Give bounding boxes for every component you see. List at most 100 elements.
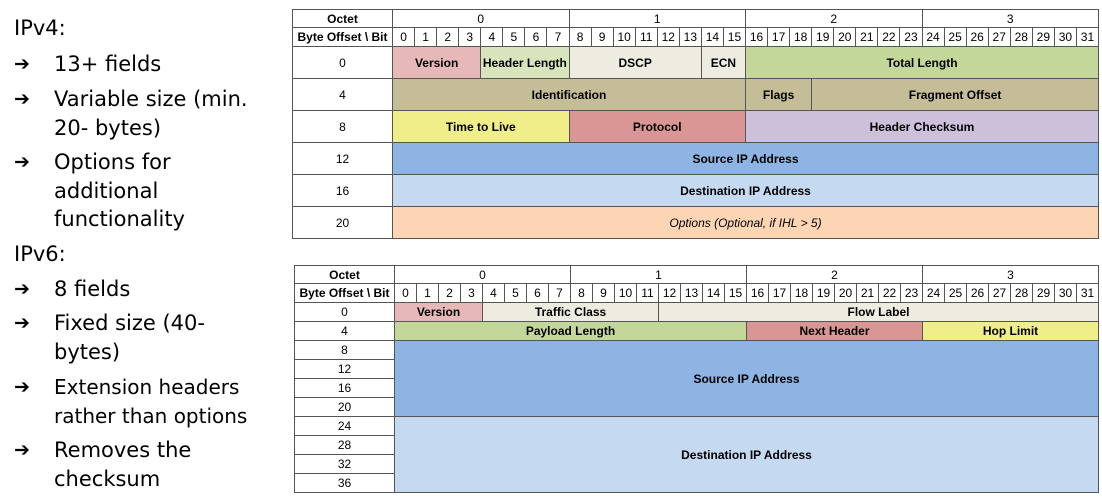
bit-number: 2 [436,27,460,47]
byte-offset: 24 [294,416,395,436]
octet-number: 2 [746,265,923,284]
bit-number: 14 [702,283,725,303]
bit-number: 7 [546,27,570,47]
bit-number: 5 [502,27,526,47]
byte-offset: 12 [294,359,395,379]
byte-offset: 16 [294,378,395,398]
bit-number: 21 [855,27,879,47]
field-source-ip-address: Source IP Address [394,340,1099,417]
bullet-text: 8 fields [54,277,131,301]
bit-number: 26 [966,283,989,303]
bit-number: 29 [1032,283,1055,303]
arrow-icon: ➔ [14,151,30,173]
bit-number: 9 [590,27,614,47]
bit-number: 0 [394,283,417,303]
bit-number: 22 [878,283,901,303]
bit-number: 16 [744,27,769,47]
octet-label: Octet [294,265,395,284]
bit-number: 15 [724,283,747,303]
field-destination-ip-address: Destination IP Address [394,416,1099,493]
bit-number: 2 [438,283,461,303]
arrow-icon: ➔ [14,88,30,110]
byte-offset: 20 [294,397,395,417]
field-destination-ip-address: Destination IP Address [392,174,1099,207]
bit-number: 18 [789,27,813,47]
bit-number: 16 [746,283,769,303]
byte-offset: 8 [294,340,395,360]
bit-number: 23 [899,27,923,47]
bit-number: 4 [482,283,505,303]
bit-number: 14 [700,27,724,47]
field-total-length: Total Length [745,46,1099,79]
field-options-optional-if-ihl-5: Options (Optional, if IHL > 5) [392,206,1099,239]
arrow-icon: ➔ [14,439,30,461]
arrow-icon: ➔ [14,312,30,334]
byte-offset: 4 [292,78,393,111]
bit-number: 20 [834,283,857,303]
byte-offset: 0 [292,46,393,79]
bullet-text: Fixed size (40-bytes) [54,311,205,364]
byte-offset: 8 [292,110,393,143]
byte-offset: 20 [292,206,393,239]
bit-number: 24 [922,283,945,303]
ipv4-heading: IPv4: [14,16,66,40]
offset-label: Byte Offset \ Bit [292,27,393,47]
bit-number: 12 [656,27,680,47]
bit-number: 30 [1053,27,1077,47]
bit-number: 7 [548,283,571,303]
bit-number: 4 [480,27,504,47]
field-next-header: Next Header [746,321,923,341]
arrow-icon: ➔ [14,278,30,300]
bit-number: 20 [833,27,857,47]
bit-number: 29 [1031,27,1055,47]
bit-number: 31 [1075,27,1100,47]
bit-number: 10 [612,27,636,47]
bit-number: 22 [877,27,901,47]
octet-number: 0 [392,9,570,28]
field-flow-label: Flow Label [658,302,1099,322]
bit-number: 11 [636,283,659,303]
field-header-checksum: Header Checksum [745,110,1099,143]
bit-number: 15 [722,27,747,47]
bit-number: 3 [460,283,483,303]
ipv6-heading: IPv6: [14,242,66,266]
field-header-length: Header Length [480,46,570,79]
bit-number: 12 [658,283,681,303]
field-dscp: DSCP [568,46,702,79]
octet-number: 1 [570,265,747,284]
octet-number: 3 [921,9,1099,28]
offset-label: Byte Offset \ Bit [294,283,395,303]
bit-number: 1 [414,27,438,47]
byte-offset: 32 [294,454,395,474]
octet-label: Octet [292,9,393,28]
field-ecn: ECN [700,46,747,79]
bit-number: 24 [921,27,945,47]
field-time-to-live: Time to Live [392,110,570,143]
bit-number: 21 [856,283,879,303]
bit-number: 27 [987,27,1011,47]
bit-number: 9 [592,283,615,303]
left-text-panel: IPv4: ➔ 13+ fields ➔ Variable size (min.… [0,0,290,502]
bit-number: 0 [391,27,416,47]
bit-number: 25 [944,283,967,303]
byte-offset: 16 [292,174,393,207]
octet-number: 1 [568,9,746,28]
bullet-text: 13+ fields [54,52,162,76]
field-traffic-class: Traffic Class [482,302,659,322]
bit-number: 6 [524,27,548,47]
bullet-text: Extension headers rather than options [54,375,248,428]
bit-number: 1 [416,283,439,303]
byte-offset: 4 [294,321,395,341]
bit-number: 25 [943,27,967,47]
octet-number: 2 [745,9,923,28]
